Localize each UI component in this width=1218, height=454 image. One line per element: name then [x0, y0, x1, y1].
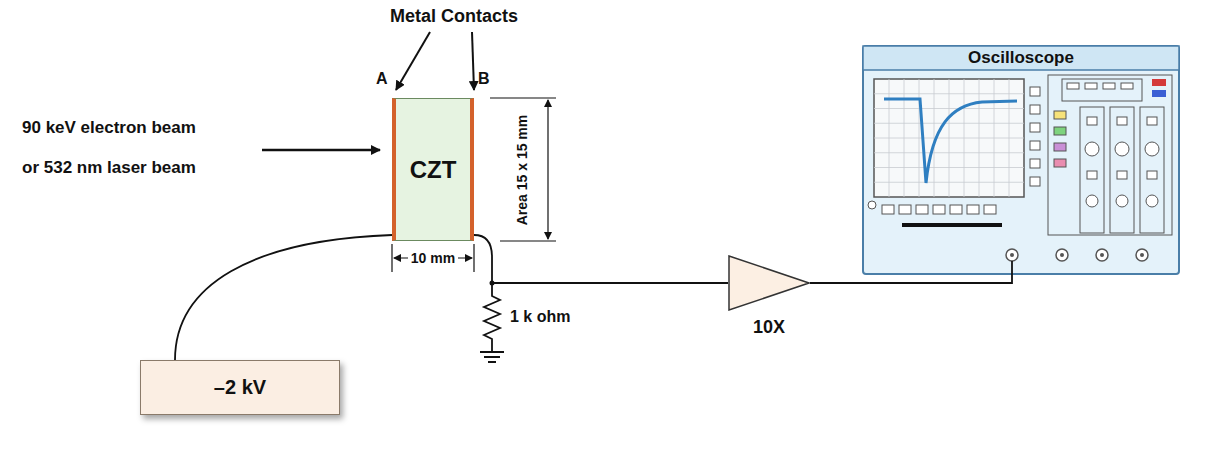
- soft-button: [984, 205, 996, 214]
- dimension-label: 10 mm: [408, 250, 458, 266]
- part-label: Metal Contacts: [390, 6, 518, 27]
- beam-label: 90 keV electron beam: [22, 118, 196, 138]
- dimension-tick: [490, 97, 556, 98]
- side-button: [1030, 87, 1040, 96]
- side-button: [1030, 159, 1040, 168]
- input-jack: [1056, 249, 1068, 261]
- signal-trace: [884, 99, 1017, 183]
- input-lead: [1011, 261, 1013, 275]
- channel-column: [1140, 107, 1164, 233]
- grid-line: [874, 167, 1024, 168]
- knob-button: [1147, 171, 1157, 179]
- grid-line: [874, 108, 1024, 109]
- oscilloscope-body: [862, 45, 1180, 275]
- channel-column: [1080, 107, 1104, 233]
- resistor-label: 1 k ohm: [510, 308, 570, 326]
- indicator: [1152, 90, 1166, 97]
- contact-label: A: [376, 70, 388, 88]
- input-jack: [1006, 249, 1018, 261]
- channel-button: [1054, 111, 1066, 119]
- channel-column: [1110, 107, 1134, 233]
- beam-label: or 532 nm laser beam: [22, 158, 196, 178]
- grid-line: [874, 123, 1024, 124]
- instrument-title: Oscilloscope: [862, 48, 1180, 68]
- leader-line: [472, 32, 474, 90]
- soft-button: [967, 205, 979, 214]
- side-button: [1030, 123, 1040, 132]
- indicator: [1152, 79, 1166, 86]
- ground-symbol: [480, 352, 504, 362]
- side-button: [1030, 177, 1040, 186]
- soft-button: [950, 205, 962, 214]
- oscilloscope: Oscilloscope: [862, 45, 1180, 275]
- dimension-line: [547, 100, 548, 239]
- top-button: [1067, 83, 1079, 89]
- grid-line: [874, 152, 1024, 153]
- knob-button: [1147, 117, 1157, 125]
- top-button: [1103, 83, 1115, 89]
- soft-button: [916, 205, 928, 214]
- knob-button: [1087, 171, 1097, 179]
- power-button: [868, 201, 876, 209]
- knob: [1116, 195, 1128, 207]
- soft-button: [899, 205, 911, 214]
- scope-slot: [902, 223, 1002, 227]
- soft-button: [933, 205, 945, 214]
- input-jack: [1100, 253, 1104, 257]
- dimension-label: Area 15 x 15 mm: [514, 112, 530, 229]
- channel-button: [1054, 127, 1066, 135]
- knob-button: [1087, 117, 1097, 125]
- channel-button: [1054, 159, 1066, 167]
- input-jack: [1136, 249, 1148, 261]
- high-voltage-supply: –2 kV: [140, 360, 340, 415]
- crystal-label: CZT: [410, 156, 457, 184]
- dimension-tick: [391, 244, 392, 272]
- voltage-label: –2 kV: [214, 376, 266, 399]
- signal-wire: [810, 275, 1012, 283]
- grid-line: [874, 138, 1024, 139]
- knob: [1145, 142, 1159, 156]
- scope-screen: [874, 79, 1024, 197]
- amplifier-triangle: 10X: [728, 255, 810, 311]
- knob: [1086, 195, 1098, 207]
- soft-button: [882, 205, 894, 214]
- resistor-symbol: [484, 283, 500, 352]
- channel-button: [1054, 143, 1066, 151]
- input-jack: [1140, 253, 1144, 257]
- signal-wire: [175, 235, 392, 360]
- grid-line: [874, 182, 1024, 183]
- scope-title-bar: [863, 46, 1179, 70]
- signal-wire: [474, 235, 728, 283]
- scope-case: [863, 46, 1179, 274]
- knob-button: [1117, 171, 1127, 179]
- detector-crystal: CZT: [392, 98, 474, 241]
- contact-label: B: [478, 70, 490, 88]
- knob: [1085, 142, 1099, 156]
- input-jack: [1060, 253, 1064, 257]
- input-jack: [1096, 249, 1108, 261]
- dimension-tick: [473, 244, 474, 272]
- knob: [1115, 142, 1129, 156]
- grid-line: [874, 93, 1024, 94]
- top-button: [1085, 83, 1097, 89]
- gain-label: 10X: [708, 317, 830, 338]
- knob-button: [1117, 117, 1127, 125]
- beam-arrow: [262, 149, 380, 152]
- amplifier-triangle: [729, 256, 809, 310]
- dimension-tick: [500, 240, 556, 241]
- leader-line: [396, 32, 430, 90]
- side-button: [1030, 141, 1040, 150]
- top-button: [1121, 83, 1133, 89]
- input-jack: [1010, 253, 1014, 257]
- side-button: [1030, 105, 1040, 114]
- control-panel: [1048, 75, 1172, 235]
- knob: [1146, 195, 1158, 207]
- amplifier-outline: [728, 255, 810, 311]
- top-controls: [1062, 79, 1142, 101]
